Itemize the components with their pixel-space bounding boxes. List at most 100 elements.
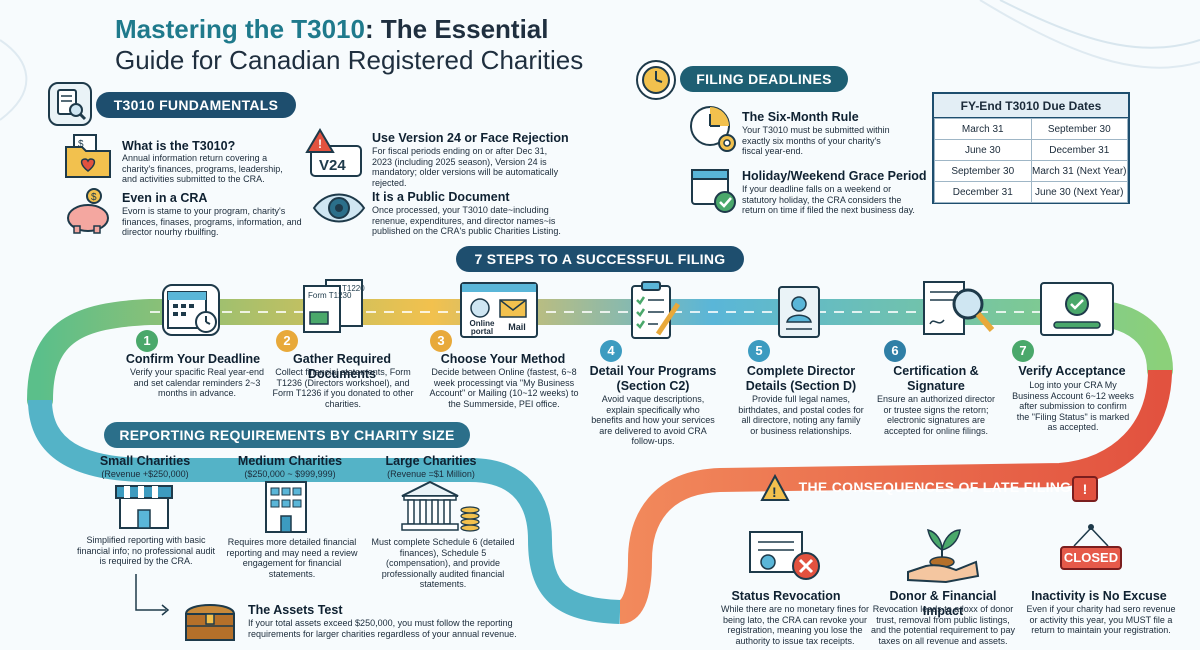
warning-icon: ! — [760, 474, 790, 501]
id-card-icon — [776, 284, 822, 340]
step-1-body: Verify your spacific Real year-end and s… — [129, 367, 265, 398]
fundamentals-item-3-title: It is a Public Document — [372, 190, 510, 204]
step-7-title: Verify Acceptance — [1018, 364, 1126, 378]
form-doc1-label: Form T1230 — [308, 291, 352, 300]
consequences-item-1-body: Revocation leads to a loxx of donor trus… — [870, 604, 1016, 646]
clock-icon — [636, 60, 676, 100]
bank-coins-icon — [398, 480, 482, 534]
fundamentals-item-0-title: What is the T3010? — [122, 139, 236, 153]
size-item-0-body: Simplified reporting with basic financia… — [76, 535, 216, 566]
size-item-1-title: Medium Charities — [237, 454, 343, 468]
table-cell: March 31 (Next Year) — [1030, 160, 1128, 182]
hand-sprout-icon — [906, 520, 980, 584]
title-line2: Guide for Canadian Registered Charities — [115, 45, 584, 75]
page-title: Mastering the T3010: The Essential Guide… — [115, 14, 583, 76]
table-cell: September 30 — [934, 160, 1032, 182]
step-1-number: 1 — [136, 330, 158, 352]
consequences-item-0-body: While there are no monetary fines for be… — [720, 604, 870, 646]
calendar-check-icon — [688, 164, 738, 214]
svg-text:!: ! — [318, 137, 322, 151]
step-4-title: Detail Your Programs (Section C2) — [589, 364, 717, 393]
consequences-item-1-title: Donor & Financial Impact — [889, 589, 997, 618]
storefront-icon — [112, 480, 176, 530]
piggy-bank-icon: $ — [60, 186, 116, 234]
form-doc2-label: T1220 — [342, 284, 365, 293]
revoked-certificate-icon — [746, 528, 824, 584]
mail-label: Mail — [508, 322, 526, 332]
alert-icon: ! — [1072, 476, 1098, 502]
svg-text:!: ! — [772, 484, 777, 500]
document-search-icon — [48, 82, 92, 126]
assets-title: The Assets Test — [248, 603, 343, 617]
v24-warning-icon: ! V24 — [305, 128, 365, 180]
treasure-chest-icon — [182, 596, 238, 642]
step-1-title: Confirm Your Deadline — [125, 352, 261, 366]
step-3-title: Choose Your Method — [440, 352, 566, 366]
office-building-icon — [256, 478, 316, 534]
step-5-body: Provide full legal names, birthdates, an… — [738, 394, 864, 436]
size-item-1-range: ($250,000 ~ $999,999) — [244, 469, 336, 479]
due-dates-table-title: FY-End T3010 Due Dates — [934, 94, 1128, 118]
svg-text:$: $ — [78, 139, 84, 150]
deadlines-item-0-body: Your T3010 must be submitted within exac… — [742, 125, 890, 156]
size-item-2-title: Large Charities — [385, 454, 477, 468]
consequences-item-0-title: Status Revocation — [731, 589, 841, 603]
step-5-title: Complete Director Details (Section D) — [745, 364, 857, 393]
step-2-number: 2 — [276, 330, 298, 352]
closed-sign-icon: CLOSED — [1060, 546, 1122, 570]
consequences-item-2-body: Even if your charity had sero revenue or… — [1026, 604, 1176, 635]
step-2-title: Gather Required Documents — [293, 352, 391, 381]
clock-gear-icon — [688, 104, 738, 154]
step-3-number: 3 — [430, 330, 452, 352]
fundamentals-item-2-title: Use Version 24 or Face Rejection — [372, 131, 569, 145]
consequences-heading: THE CONSEQUENCES OF LATE FILING — [798, 479, 1072, 495]
arrow-icon — [135, 574, 170, 616]
size-item-0-title: Small Charities — [99, 454, 191, 468]
table-cell: June 30 (Next Year) — [1030, 181, 1128, 203]
magnifier-signature-icon — [918, 278, 998, 340]
folder-heart-icon: $ — [60, 133, 116, 181]
consequences-item-2-title: Inactivity is No Excuse — [1031, 589, 1167, 603]
calendar-clock-icon — [162, 284, 220, 336]
size-item-1-body: Requires more detailed financial reporti… — [226, 537, 358, 579]
deadlines-item-0-title: The Six-Month Rule — [742, 110, 859, 124]
eye-icon — [312, 186, 366, 230]
step-5-number: 5 — [748, 340, 770, 362]
step-6-body: Ensure an authorized director or trustee… — [876, 394, 996, 436]
step-3-body: Decide between Online (fastest, 6~8 week… — [429, 367, 579, 409]
steps-pill: 7 STEPS TO A SUCCESSFUL FILING — [456, 246, 744, 272]
clipboard-pen-icon — [628, 280, 681, 342]
size-item-2-body: Must complete Schedule 6 (detailed finan… — [371, 537, 515, 589]
browser-bar — [462, 284, 536, 292]
table-cell: December 31 — [934, 181, 1032, 203]
deadlines-item-1-title: Holiday/Weekend Grace Period — [742, 169, 927, 183]
svg-text:$: $ — [91, 192, 97, 203]
fundamentals-pill: T3010 FUNDAMENTALS — [96, 92, 296, 118]
size-item-0-range: (Revenue +$250,000) — [101, 469, 189, 479]
fundamentals-item-0-body: Annual information return covering a cha… — [122, 153, 283, 184]
step-4-number: 4 — [600, 340, 622, 362]
online-mail-icon: Online portal Mail — [460, 282, 538, 338]
table-cell: December 31 — [1030, 139, 1128, 161]
fundamentals-item-1-title: Even in a CRA — [122, 191, 208, 205]
size-pill: REPORTING REQUIREMENTS BY CHARITY SIZE — [104, 422, 470, 448]
table-cell: September 30 — [1030, 118, 1128, 140]
deadlines-pill: FILING DEADLINES — [680, 66, 848, 92]
title-rest: : The Essential — [364, 14, 549, 44]
size-item-2-range: (Revenue =$1 Million) — [387, 469, 475, 479]
sign-hanger-icon — [1073, 524, 1109, 546]
fundamentals-item-2-body: For fiscal periods ending on or after De… — [372, 146, 559, 188]
deadlines-item-1-body: If your deadline falls on a weekend or s… — [742, 184, 915, 215]
v24-badge: V24 — [319, 157, 346, 174]
table-cell: June 30 — [934, 139, 1032, 161]
fundamentals-item-3-body: Once processed, your T3010 date~includin… — [372, 205, 561, 236]
step-7-number: 7 — [1012, 340, 1034, 362]
title-highlight: Mastering the T3010 — [115, 14, 365, 44]
assets-body: If your total assets exceed $250,000, yo… — [248, 618, 517, 639]
